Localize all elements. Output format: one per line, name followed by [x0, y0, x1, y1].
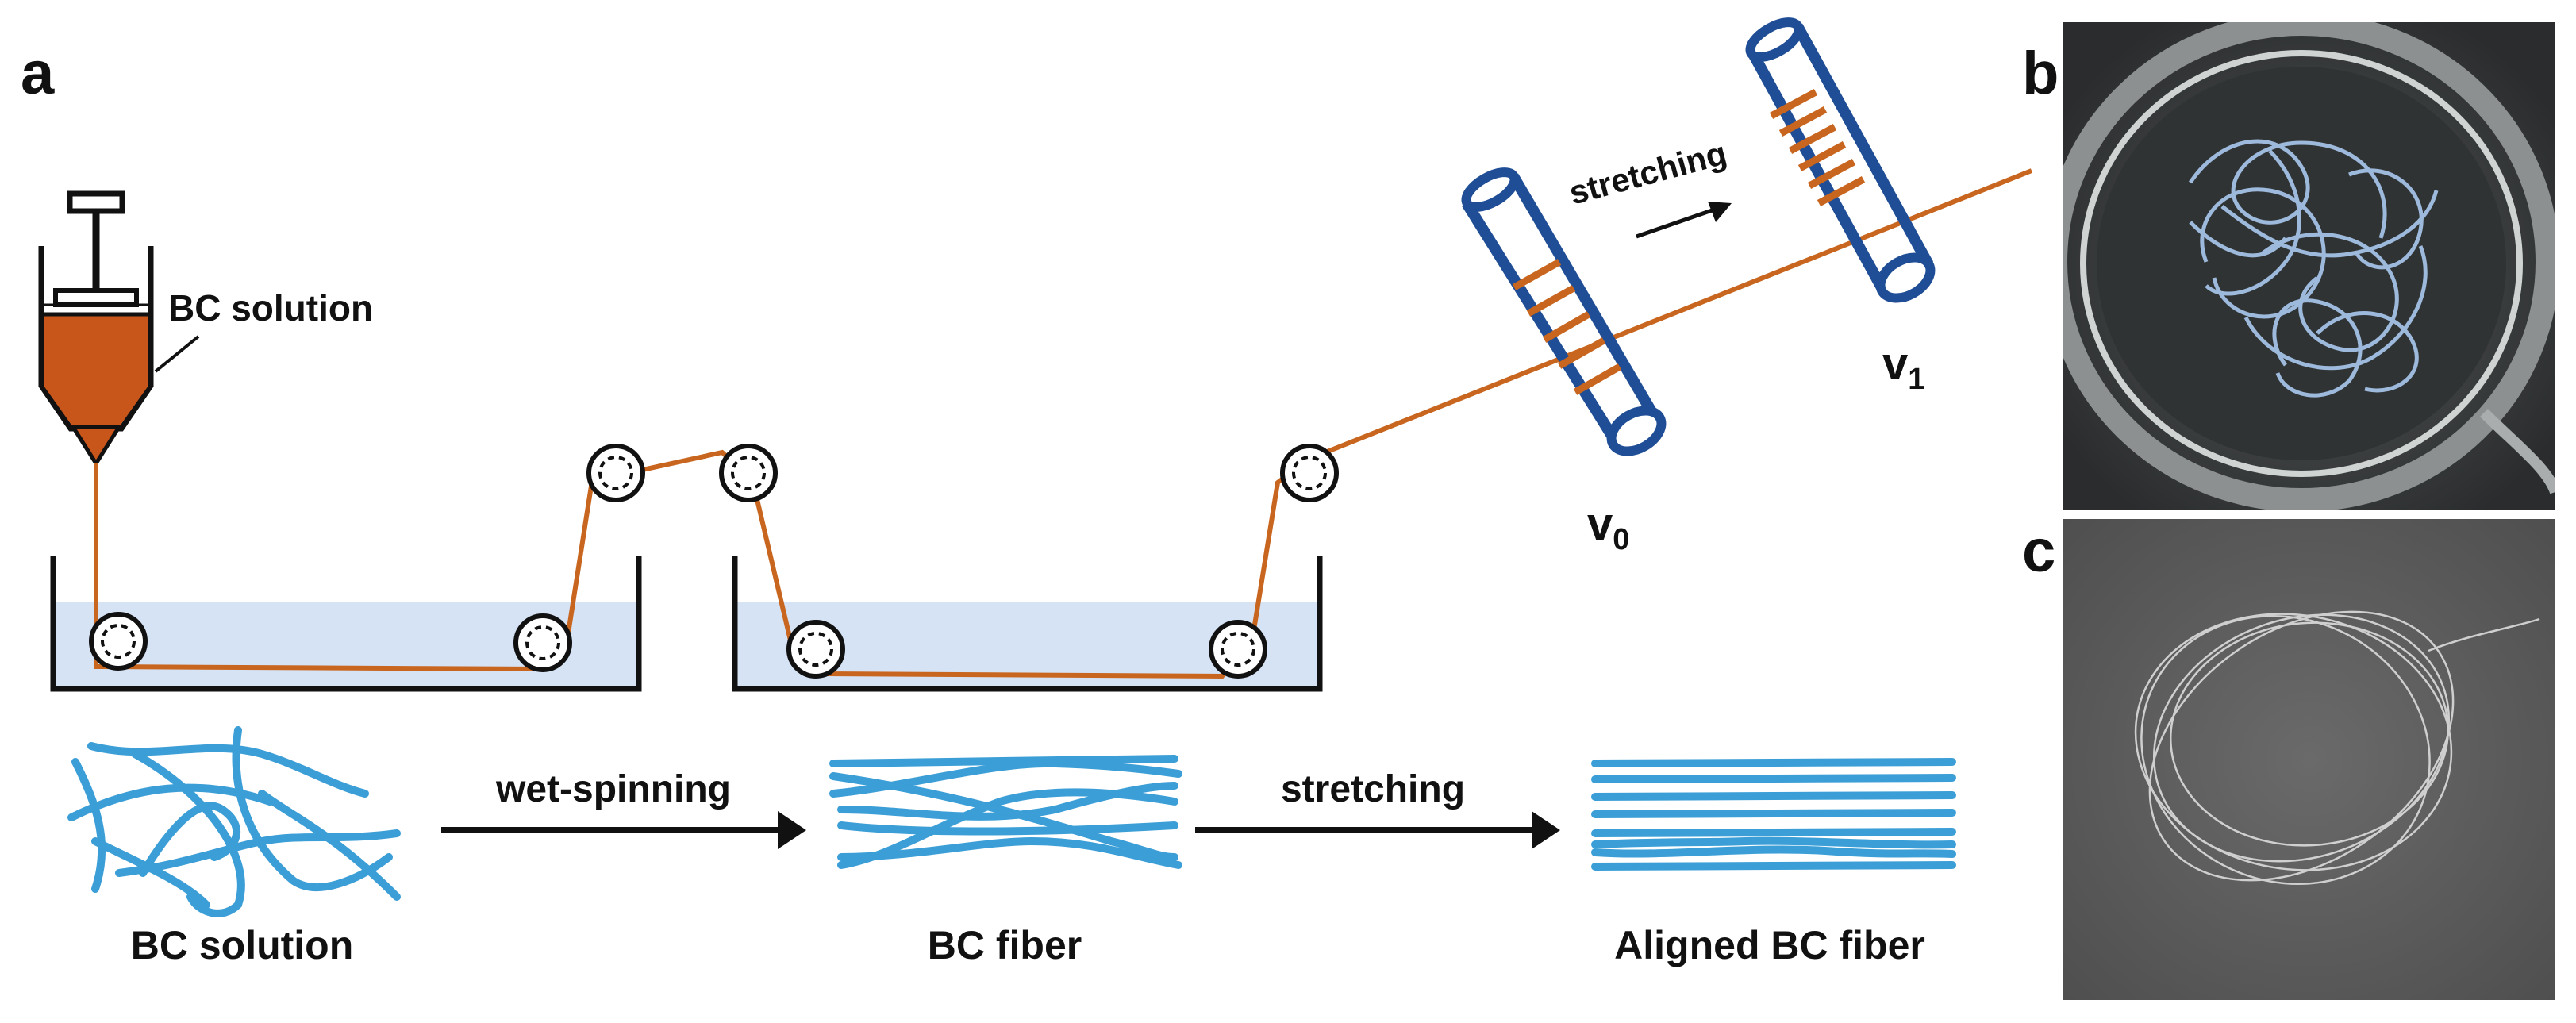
roller — [1280, 444, 1339, 502]
panel-label-b: b — [2022, 40, 2059, 107]
stretching-label-top: stretching — [1565, 134, 1730, 212]
stretching-arrow-top — [1636, 202, 1732, 239]
roller — [719, 444, 778, 502]
panel-label-c: c — [2022, 517, 2055, 585]
syringe-label: BC solution — [168, 287, 373, 329]
photo-dried-fiber — [2063, 519, 2555, 1000]
fibers-partially-aligned — [829, 755, 1182, 869]
stage-label-bc-solution: BC solution — [131, 923, 354, 967]
stage-label-bc-fiber: BC fiber — [928, 923, 1082, 967]
photo-beaker — [2063, 22, 2555, 510]
syringe — [38, 190, 154, 467]
fibers-aligned — [1591, 758, 1956, 871]
dry-fiber-loops — [2134, 610, 2540, 885]
fiber-path — [94, 168, 2033, 679]
guide-rollers — [89, 444, 1339, 679]
speed-label-v1: v1 — [1882, 338, 1924, 396]
bath-1 — [50, 556, 642, 692]
wet-spinning-label: wet-spinning — [495, 768, 731, 810]
panel-label-a: a — [21, 40, 55, 107]
wet-spinning-arrow — [441, 811, 806, 849]
roller — [89, 612, 148, 671]
roller — [513, 613, 572, 672]
roller-v0 — [1461, 167, 1667, 456]
stretching-label-bottom: stretching — [1281, 768, 1465, 810]
syringe-label-leader — [154, 335, 200, 373]
stage-label-aligned-bc-fiber: Aligned BC fiber — [1614, 923, 1925, 967]
bath-2 — [732, 556, 1323, 692]
roller-v1 — [1745, 17, 1936, 303]
fibers-random — [67, 726, 401, 917]
roller — [1209, 620, 1267, 679]
roller — [786, 620, 845, 679]
speed-label-v0: v0 — [1587, 498, 1629, 556]
stretching-arrow-bottom — [1195, 811, 1560, 849]
roller — [586, 444, 645, 502]
tangled-fiber-in-beaker — [2188, 139, 2439, 398]
